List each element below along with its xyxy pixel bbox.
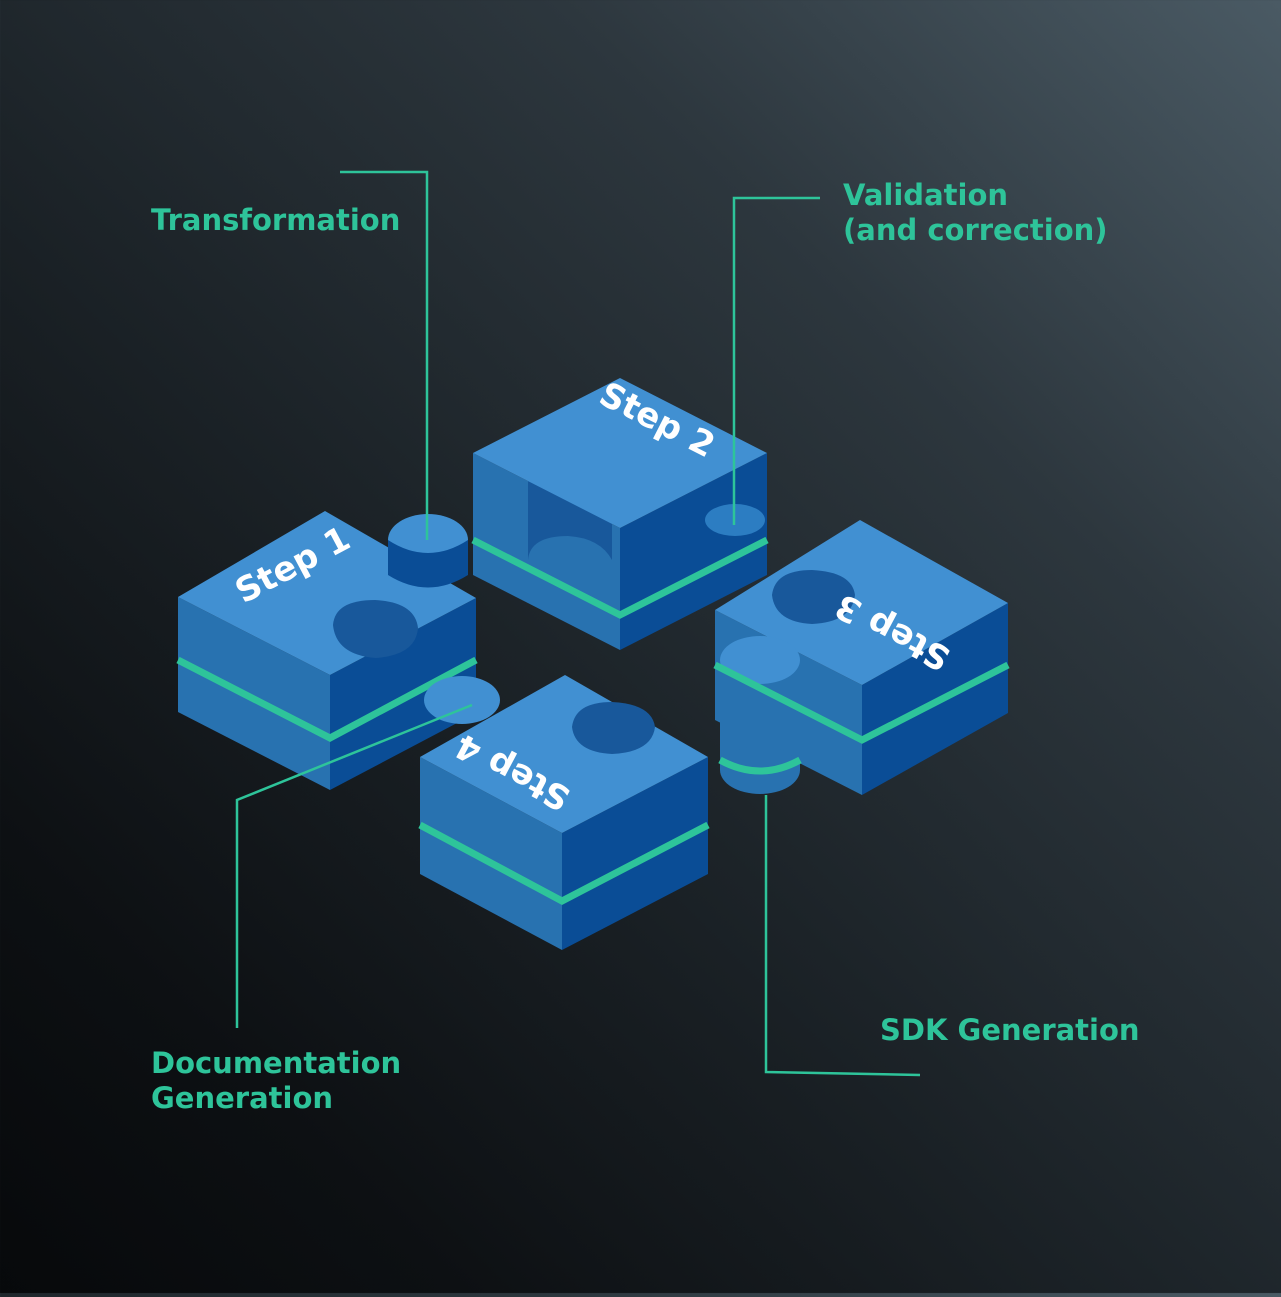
puzzle-piece-step1: Step 1 <box>176 511 478 790</box>
transformation-leader-line <box>340 170 429 540</box>
sdk-leader-line <box>764 795 921 1077</box>
validation-label: Validation (and correction) <box>843 178 1108 248</box>
puzzle-piece-step4: Step 4 <box>418 675 710 950</box>
documentation-label-line-2: Generation <box>151 1081 334 1115</box>
documentation-leader-line <box>235 703 473 1028</box>
validation-label-line-2: (and correction) <box>843 213 1108 247</box>
transformation-label-line-1: Transformation <box>151 203 401 237</box>
documentation-generation-label: Documentation Generation <box>151 1046 401 1116</box>
validation-label-line-1: Validation <box>843 178 1009 212</box>
documentation-label-line-1: Documentation <box>151 1046 402 1080</box>
validation-leader-line <box>732 196 820 525</box>
sdk-generation-label-line-1: SDK Generation <box>880 1013 1140 1047</box>
sdk-generation-label: SDK Generation <box>880 1013 1140 1048</box>
transformation-label: Transformation <box>151 203 400 238</box>
puzzle-piece-step3: Step 3 <box>713 520 1010 795</box>
